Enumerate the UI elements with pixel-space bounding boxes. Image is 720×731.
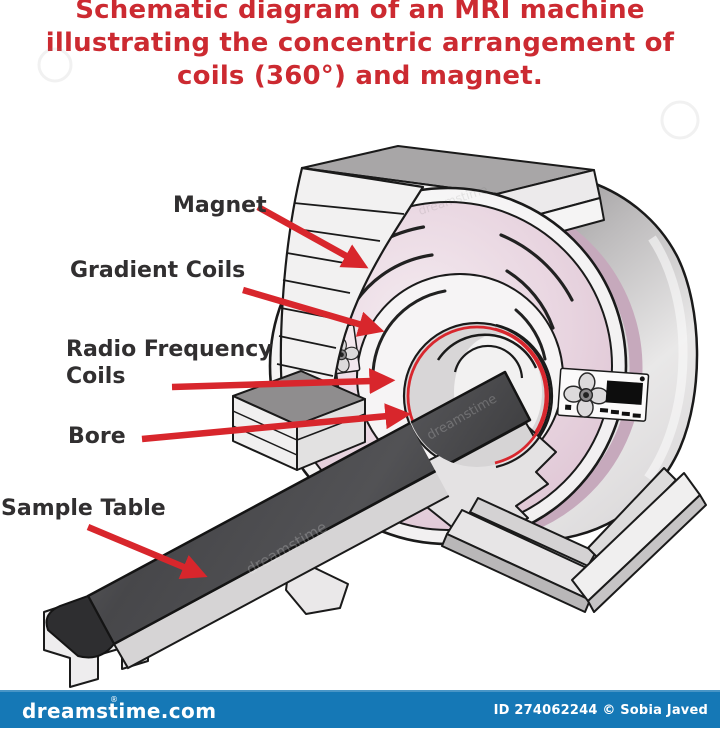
dreamstime-logo-text: dreamstime.com: [22, 699, 217, 723]
dreamstime-logo: dreamstime.com ®: [22, 695, 217, 723]
label-rf-line1: Radio Frequency: [66, 337, 273, 362]
label-rf-line2: Coils: [66, 364, 126, 389]
right-control-panel: [556, 367, 650, 422]
title-line-1: Schematic diagram of an MRI machine: [75, 0, 645, 25]
footer-bar: dreamstime.com ® ID 274062244 © Sobia Ja…: [0, 690, 720, 728]
rf-coils-arrow: [171, 368, 396, 395]
rf-coil-arcs: [371, 289, 547, 382]
registered-mark: ®: [110, 695, 119, 704]
label-bore: Bore: [68, 424, 126, 449]
sample-table-arrow: [86, 524, 208, 579]
magnet-arrow: [256, 204, 369, 269]
label-gradient-coils: Gradient Coils: [70, 258, 246, 283]
title-line-2: illustrating the concentric arrangement …: [45, 28, 675, 58]
panel-screen: [605, 380, 644, 405]
gradient-coils-arrow: [242, 286, 385, 337]
page-title: Schematic diagram of an MRI machine illu…: [0, 0, 720, 93]
table-end-cap: [45, 594, 116, 659]
label-sample-table: Sample Table: [1, 496, 166, 521]
bore-rim-front: [494, 323, 554, 469]
image-credit: ID 274062244 © Sobia Javed: [493, 703, 708, 718]
annotation-arrows: [86, 204, 412, 579]
label-rf-coils: Radio Frequency Coils: [66, 336, 273, 390]
title-line-3: coils (360°) and magnet.: [177, 61, 543, 91]
bore-arrow: [141, 403, 412, 443]
label-magnet: Magnet: [173, 193, 267, 218]
base-wedge-supports: [441, 467, 707, 613]
